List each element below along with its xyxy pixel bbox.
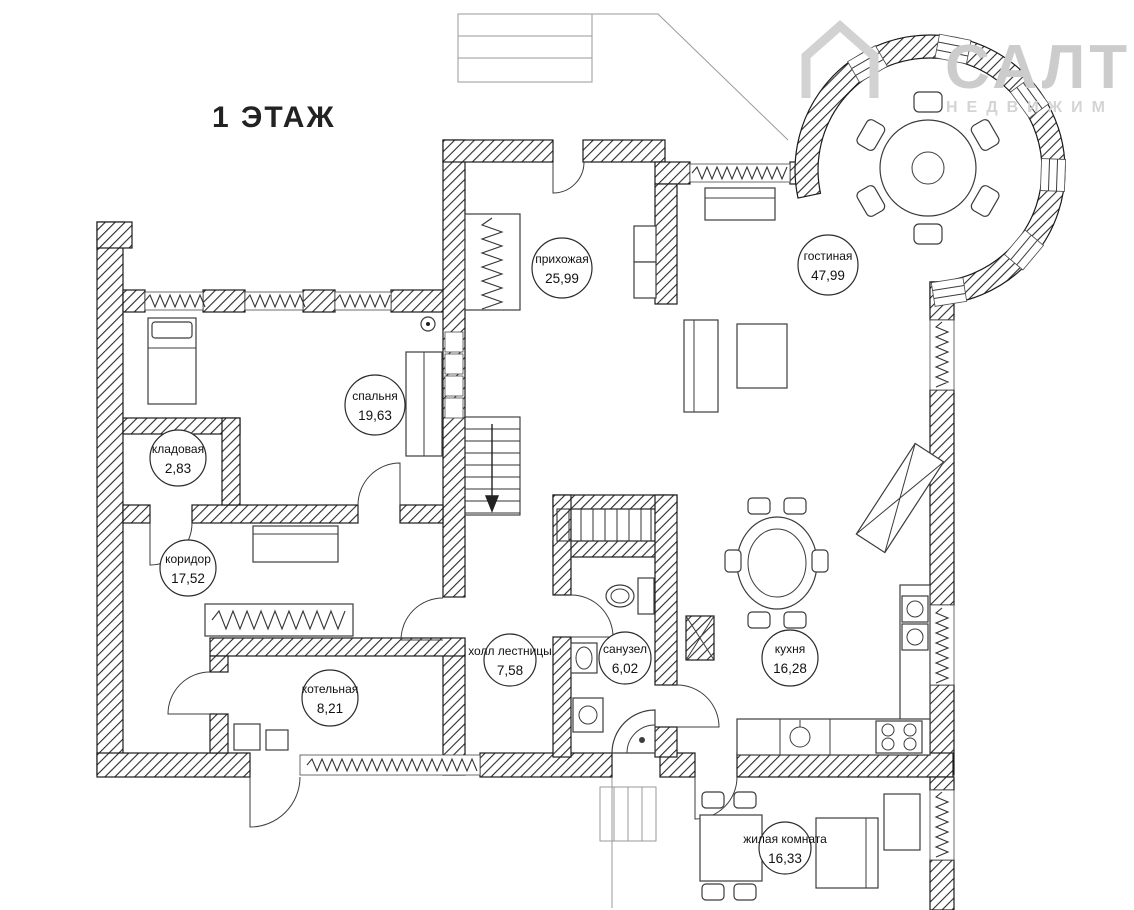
room-area: 6,02 [612,661,638,676]
kitchen-counter-bottom [736,718,931,756]
door-arcs [149,161,738,828]
bathroom-sink [570,642,598,674]
page-title: 1 ЭТАЖ [212,101,336,134]
door-bathroom [570,594,614,638]
room-area: 8,21 [317,701,343,716]
room-area: 25,99 [545,271,579,286]
turret-dining-table [856,91,1000,245]
turret-windows [847,33,1066,307]
room-area: 47,99 [811,268,845,283]
door-kitchen-side [676,684,720,728]
exterior-stair-bottom [599,777,657,908]
room-area: 2,83 [165,461,191,476]
windows [144,163,955,861]
corridor-closet [204,603,354,637]
hall-wardrobe [464,213,521,311]
living-sofa-left [683,319,719,413]
window-wave [934,321,950,388]
room-name: спальня [352,389,398,403]
window-wave [691,165,788,181]
extension-table [699,791,763,901]
washing-machine [572,697,604,733]
room-label-boiler-room: котельная 8,21 [301,669,359,727]
kitchen-dining-table [724,497,829,629]
bedroom-wardrobe [405,351,443,457]
door-boiler [167,671,211,715]
watermark-brand: САЛТ [945,33,1131,102]
room-name: прихожая [535,252,588,266]
fireplace [855,442,945,554]
door-corridor-hall [400,597,444,641]
room-area: 16,28 [773,661,807,676]
peephole-marker [420,316,436,332]
watermark: САЛТ НЕДВИЖИМ [801,19,1131,116]
window-wave [144,293,206,309]
living-sofa-top [704,187,776,221]
chimney-flues [444,331,464,419]
vent-shaft-cross [685,615,715,661]
room-label-living-room: гостиная 47,99 [797,234,859,296]
walls [96,34,1066,910]
room-area: 16,33 [768,851,802,866]
room-label-living-area: жилая комната 16,33 [743,821,827,875]
porch-steps [457,13,789,141]
window-wave [934,607,950,684]
corridor-sofa [252,525,339,563]
bed [147,317,197,405]
watermark-house-icon [801,19,879,98]
room-name: кладовая [152,442,204,456]
boiler-equipment [233,723,289,751]
room-area: 19,63 [358,408,392,423]
kitchen-sink [789,720,811,748]
kitchen-chairs [724,497,829,629]
turret-dining-chairs [856,91,1000,245]
room-name: коридор [165,552,211,566]
room-name: гостиная [804,249,853,263]
door-entrance [552,161,585,194]
room-label-bedroom: спальня 19,63 [344,374,406,436]
door-bedroom [357,462,401,506]
door-living-area [694,776,738,820]
toilet [605,577,655,615]
window-wave [934,791,950,858]
door-boiler-exit [249,776,301,828]
shower [611,709,656,754]
stove [875,720,923,754]
window-wave [244,293,306,309]
room-name: холл лестницы [468,644,552,658]
living-shelf-unit [633,225,657,299]
window-wave [334,293,391,309]
room-area: 7,58 [497,663,523,678]
room-name: котельная [302,682,358,696]
extension-sofa [815,817,879,889]
room-label-storage: кладовая 2,83 [149,429,207,487]
room-label-bathroom: санузел 6,02 [598,631,652,685]
watermark-subtitle: НЕДВИЖИМ [946,99,1114,116]
extension-armchair [883,793,921,851]
room-label-kitchen: кухня 16,28 [761,629,819,687]
window-wave [306,757,478,773]
staircase-upper-flight [556,508,652,542]
room-area: 17,52 [171,571,205,586]
room-name: санузел [603,642,647,656]
coffee-table [736,323,788,389]
room-name: жилая комната [743,832,827,846]
room-label-stair-hall: холл лестницы 7,58 [468,633,552,687]
room-label-hallway: прихожая 25,99 [531,237,593,299]
room-label-corridor: коридор 17,52 [159,539,217,597]
room-name: кухня [775,642,806,656]
staircase-direction-arrow [484,424,500,513]
